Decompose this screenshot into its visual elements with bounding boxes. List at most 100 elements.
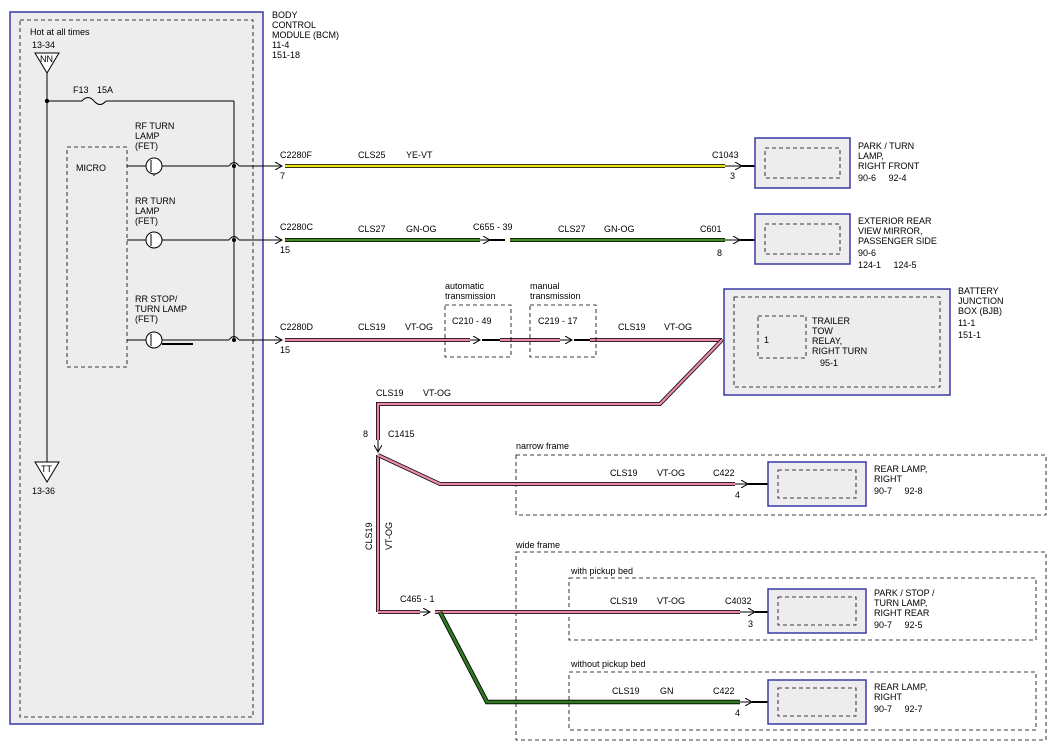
svg-text:8: 8 [717,248,722,258]
svg-text:95-1: 95-1 [820,358,838,368]
bcm-title: BODY CONTROL MODULE (BCM) 11-4 151-18 [272,10,339,60]
svg-text:MODULE (BCM): MODULE (BCM) [272,30,339,40]
svg-text:GN-OG: GN-OG [604,224,635,234]
svg-text:15: 15 [280,345,290,355]
svg-text:automatic: automatic [445,281,485,291]
svg-text:REAR LAMP,: REAR LAMP, [874,682,927,692]
svg-text:C2280C: C2280C [280,222,314,232]
power-terminal-label: NN [40,54,53,64]
svg-text:LAMP,: LAMP, [858,151,884,161]
svg-text:transmission: transmission [530,291,581,301]
bjb-label: BATTERY JUNCTION BOX (BJB) 11-1 151-1 [958,286,1004,340]
svg-text:EXTERIOR REAR: EXTERIOR REAR [858,216,932,226]
svg-text:4: 4 [735,490,740,500]
svg-text:11-4: 11-4 [272,40,289,50]
ground-ref: 13-36 [32,486,55,496]
svg-text:VT-OG: VT-OG [423,388,451,398]
svg-text:(FET): (FET) [135,314,158,324]
wide-frame-box [515,551,1047,741]
svg-text:C219 - 17: C219 - 17 [538,316,578,326]
without-pickup-bed-box [568,671,1037,731]
svg-text:REAR LAMP,: REAR LAMP, [874,464,927,474]
bcm-inner-dashed [19,19,254,718]
rear-lamp-no-bed-label: REAR LAMP, RIGHT 90-7 92-7 [874,682,927,714]
svg-text:BOX (BJB): BOX (BJB) [958,306,1002,316]
svg-text:CLS19: CLS19 [612,686,640,696]
svg-text:VT-OG: VT-OG [405,322,433,332]
mirror-label: EXTERIOR REAR VIEW MIRROR, PASSENGER SID… [858,216,937,270]
svg-text:TRAILER: TRAILER [812,316,851,326]
svg-text:C1043: C1043 [712,150,739,160]
with-pickup-bed-box [568,577,1037,641]
svg-text:GN-OG: GN-OG [406,224,437,234]
svg-text:124-1 124-5: 124-1 124-5 [858,260,917,270]
svg-text:TURN LAMP: TURN LAMP [135,304,187,314]
svg-text:90-6: 90-6 [858,248,876,258]
svg-text:90-7 92-7: 90-7 92-7 [874,704,923,714]
svg-text:CLS19: CLS19 [610,468,638,478]
svg-text:11-1: 11-1 [958,318,975,328]
c465-label: C465 - 1 [400,594,435,604]
rear-lamp-no-bed-inner-dashed [777,687,857,717]
fet-icon [145,231,163,249]
park-stop-inner-dashed [777,596,857,626]
svg-text:4: 4 [735,708,740,718]
svg-text:LAMP: LAMP [135,206,160,216]
ground-triangle-icon [34,461,60,483]
relay-pin: 1 [764,335,769,345]
manual-transmission-option: manual transmission C219 - 17 [529,281,597,358]
supply-node [232,338,236,342]
fet-icon [145,331,163,349]
svg-text:C2280D: C2280D [280,322,314,332]
relay-label: TRAILER TOW RELAY, RIGHT TURN 95-1 [812,316,867,368]
svg-text:VT-OG: VT-OG [657,468,685,478]
svg-text:90-6 92-4: 90-6 92-4 [858,173,907,183]
svg-text:VIEW MIRROR,: VIEW MIRROR, [858,226,923,236]
svg-text:C601: C601 [700,224,722,234]
svg-text:RELAY,: RELAY, [812,336,842,346]
rear-lamp-narrow [767,461,867,507]
svg-text:BODY: BODY [272,10,298,20]
fet-rr-stop-turn: RR STOP/ TURN LAMP (FET) [127,294,272,349]
svg-text:CLS19: CLS19 [376,388,404,398]
svg-text:RIGHT REAR: RIGHT REAR [874,608,930,618]
svg-text:TOW: TOW [812,326,833,336]
svg-text:C2280F: C2280F [280,150,313,160]
svg-text:CLS27: CLS27 [358,224,386,234]
svg-text:CLS25: CLS25 [358,150,386,160]
rear-lamp-narrow-label: REAR LAMP, RIGHT 90-7 92-8 [874,464,927,496]
svg-text:C655 - 39: C655 - 39 [473,222,513,232]
svg-text:151-18: 151-18 [272,50,300,60]
bcm-box [9,11,264,725]
svg-text:CONTROL: CONTROL [272,20,316,30]
fet-rf-turn: RF TURN LAMP (FET) [127,121,272,176]
svg-text:RR TURN: RR TURN [135,196,175,206]
svg-text:JUNCTION: JUNCTION [958,296,1004,306]
trunk-wire: CLS19 VT-OG [376,338,724,440]
battery-junction-box [723,288,951,396]
trailer-tow-relay [757,315,807,359]
narrow-frame-label: narrow frame [516,441,569,451]
svg-text:C210 - 49: C210 - 49 [452,316,492,326]
with-bed-wire: CLS19 VT-OG C4032 3 [435,596,780,629]
svg-text:TURN LAMP,: TURN LAMP, [874,598,927,608]
svg-text:C422: C422 [713,686,735,696]
svg-text:3: 3 [748,619,753,629]
svg-text:C422: C422 [713,468,735,478]
c1415-pin: 8 [363,429,368,439]
park-stop-rr-label: PARK / STOP / TURN LAMP, RIGHT REAR 90-7… [874,588,935,630]
fet-rr-turn: RR TURN LAMP (FET) [127,196,272,249]
hot-ref: 13-34 [32,40,55,50]
supply-node [232,164,236,168]
fuse-label: F13 [73,85,89,95]
svg-text:C4032: C4032 [725,596,752,606]
svg-text:RF TURN: RF TURN [135,121,174,131]
bjb-inner-dashed [733,296,941,388]
park-turn-lamp-rf [754,137,851,189]
circuit-rf-turn: C2280F 7 CLS25 YE-VT C1043 3 [272,150,765,181]
svg-text:90-7 92-8: 90-7 92-8 [874,486,923,496]
svg-text:PARK / STOP /: PARK / STOP / [874,588,935,598]
supply-node [232,238,236,242]
c1415-label: C1415 [388,429,415,439]
